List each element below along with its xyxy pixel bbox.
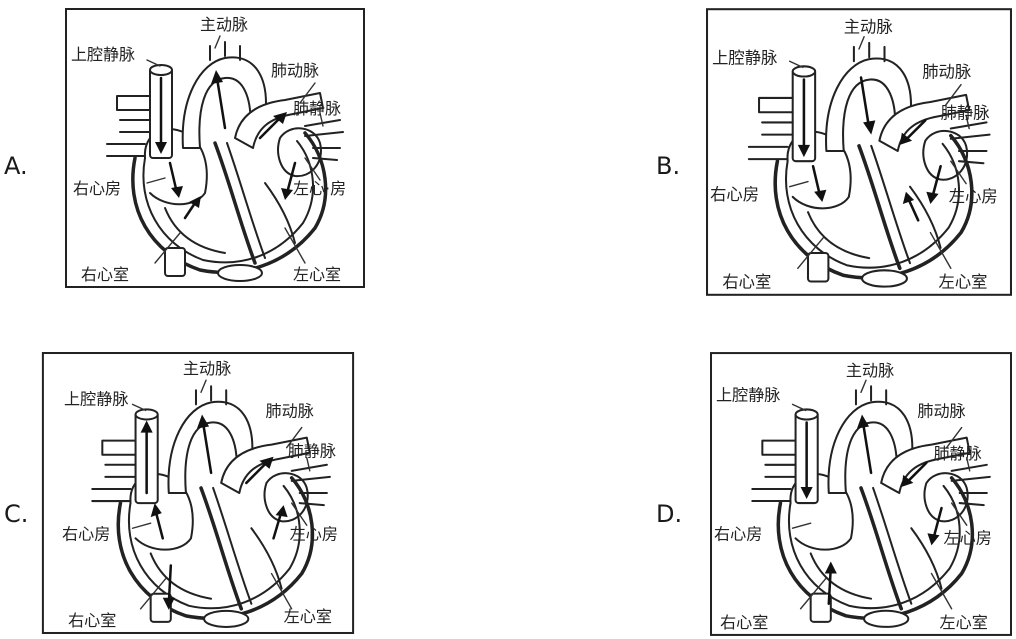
label-left-atrium: 左心房 <box>944 528 992 547</box>
heart-diagram-b: 主动脉 上腔静脉 肺动脉 肺静脉 右心房 左心房 右心室 左心室 <box>706 8 1012 296</box>
label-left-ventricle: 左心室 <box>284 607 332 626</box>
option-label-c: C. <box>4 500 28 528</box>
heart-svg-a: 主动脉 上腔静脉 肺动脉 肺静脉 右心房 左心·房 右心室 左心室 <box>64 8 366 288</box>
label-pulmonary-vein: 肺静脉 <box>933 444 981 463</box>
heart-diagram-a: 主动脉 上腔静脉 肺动脉 肺静脉 右心房 左心·房 右心室 左心室 <box>64 8 366 288</box>
label-pulmonary-vein: 肺静脉 <box>288 442 336 461</box>
label-superior-vena-cava: 上腔静脉 <box>716 385 780 404</box>
label-aorta: 主动脉 <box>200 15 248 34</box>
label-aorta: 主动脉 <box>844 18 893 37</box>
label-right-atrium: 右心房 <box>714 524 762 543</box>
label-aorta: 主动脉 <box>846 361 894 380</box>
label-left-atrium: 左心·房 <box>293 179 346 198</box>
label-right-atrium: 右心房 <box>710 185 759 204</box>
label-right-ventricle: 右心室 <box>720 613 768 632</box>
label-right-ventricle: 右心室 <box>722 273 771 292</box>
option-label-a: A. <box>4 152 28 180</box>
label-left-atrium: 左心房 <box>949 187 998 206</box>
label-left-ventricle: 左心室 <box>940 613 988 632</box>
label-pulmonary-artery: 肺动脉 <box>265 401 313 420</box>
label-aorta: 主动脉 <box>183 359 231 378</box>
option-label-d: D. <box>656 500 682 528</box>
label-right-atrium: 右心房 <box>73 179 121 198</box>
option-label-b: B. <box>656 152 680 180</box>
label-left-atrium: 左心房 <box>290 524 338 543</box>
label-superior-vena-cava: 上腔静脉 <box>71 45 135 64</box>
heart-svg-b: 主动脉 上腔静脉 肺动脉 肺静脉 右心房 左心房 右心室 左心室 <box>706 8 1012 296</box>
heart-svg-c: 主动脉 上腔静脉 肺动脉 肺静脉 右心房 左心房 右心室 左心室 <box>40 352 356 634</box>
label-right-ventricle: 右心室 <box>81 265 129 284</box>
label-pulmonary-artery: 肺动脉 <box>922 63 971 82</box>
label-right-ventricle: 右心室 <box>68 611 116 630</box>
heart-svg-d: 主动脉 上腔静脉 肺动脉 肺静脉 右心房 左心房 右心室 左心室 <box>710 352 1012 636</box>
label-right-atrium: 右心房 <box>62 524 110 543</box>
label-pulmonary-vein: 肺静脉 <box>293 99 341 118</box>
label-pulmonary-vein: 肺静脉 <box>941 103 990 122</box>
heart-diagram-d: 主动脉 上腔静脉 肺动脉 肺静脉 右心房 左心房 右心室 左心室 <box>710 352 1012 636</box>
label-pulmonary-artery: 肺动脉 <box>271 61 319 80</box>
label-left-ventricle: 左心室 <box>293 265 341 284</box>
label-superior-vena-cava: 上腔静脉 <box>712 48 777 67</box>
heart-diagram-c: 主动脉 上腔静脉 肺动脉 肺静脉 右心房 左心房 右心室 左心室 <box>40 352 356 634</box>
label-pulmonary-artery: 肺动脉 <box>917 401 965 420</box>
label-left-ventricle: 左心室 <box>939 273 988 292</box>
label-superior-vena-cava: 上腔静脉 <box>64 389 128 408</box>
